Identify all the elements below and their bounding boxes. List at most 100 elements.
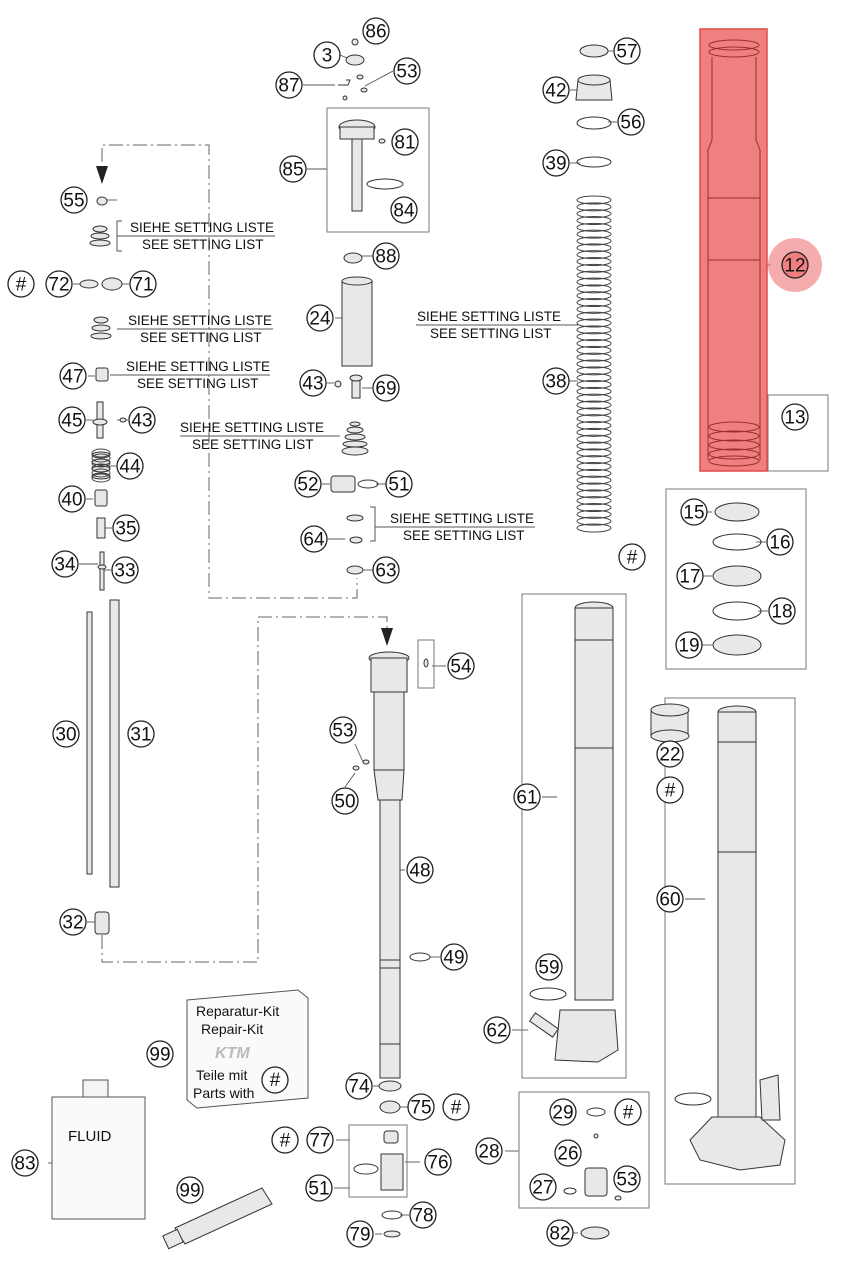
callout-57: 57 [613,37,641,65]
callout-63: 63 [372,556,400,584]
callout-label: 60 [659,890,680,911]
callout-marker: # [442,1093,470,1121]
callout-circle [146,1040,174,1068]
callout-circle [676,562,704,590]
callout-circle [128,406,156,434]
callout-circle [58,406,86,434]
note-en: SEE SETTING LIST [140,330,262,345]
callout-53: 53 [393,57,421,85]
callout-label: 26 [557,1144,578,1165]
callout-label: 19 [678,636,699,657]
box-28 [518,1091,650,1209]
setting-note: SIEHE SETTING LISTE SEE SETTING LIST [416,309,578,341]
callout-86: 86 [362,17,390,45]
callout-label: # [623,1103,634,1124]
callout-circle [542,367,570,395]
callout-circle [329,716,357,744]
fluid-bottle: FLUID [51,1079,146,1220]
callout-81: 81 [391,128,419,156]
callout-circle [781,251,809,279]
callout-circle [300,525,328,553]
callout-circle [447,652,475,680]
callout-label: 55 [63,191,84,212]
callout-label: 30 [55,725,76,746]
callout-76: 76 [424,1148,452,1176]
note-de: SIEHE SETTING LISTE [130,220,274,235]
callout-99: 99 [146,1040,174,1068]
callout-label: 72 [48,275,69,296]
box-85-assembly [326,107,430,233]
callout-3: 3 [313,41,341,69]
callout-28: 28 [475,1137,503,1165]
callout-label: 17 [679,567,700,588]
fluid-label: FLUID [68,1128,112,1145]
callout-circle [305,1174,333,1202]
callout-circle [618,543,646,571]
callout-56: 56 [617,108,645,136]
callout-83: 83 [11,1149,39,1177]
callout-label: 15 [683,503,704,524]
callout-13: 13 [781,403,809,431]
callout-30: 30 [52,720,80,748]
group-boxes [326,107,829,1209]
callout-22: 22 [656,740,684,768]
callout-47: 47 [59,362,87,390]
callout-label: # [665,781,676,802]
callout-label: 78 [412,1206,433,1227]
callout-label: 31 [130,725,151,746]
callout-circle [406,856,434,884]
callout-circle [393,57,421,85]
callout-label: 39 [545,154,566,175]
callout-26: 26 [554,1139,582,1167]
callout-circle [176,1176,204,1204]
callout-circle [372,556,400,584]
callout-label: 40 [61,490,82,511]
callout-circle [513,783,541,811]
callout-48: 48 [406,856,434,884]
callout-label: 63 [375,561,396,582]
callout-29: 29 [549,1098,577,1126]
callout-circle [345,1072,373,1100]
callout-label: 69 [375,379,396,400]
setting-note: SIEHE SETTING LISTE SEE SETTING LIST [116,220,275,252]
callout-label: 22 [659,745,680,766]
callout-label: 43 [302,374,323,395]
callout-circle [542,76,570,104]
kit-line-parts-en: Parts with [193,1085,254,1101]
callout-circle [313,41,341,69]
callout-label: 3 [322,46,333,67]
callout-label: 12 [784,256,805,277]
callout-circle [279,155,307,183]
callout-label: 52 [297,475,318,496]
callout-60: 60 [656,885,684,913]
callout-43: 43 [128,406,156,434]
callout-circle [549,1098,577,1126]
callout-label: 77 [309,1131,330,1152]
setting-note: SIEHE SETTING LISTE SEE SETTING LIST [117,313,273,345]
callout-label: 34 [54,555,76,576]
callout-circle [306,1126,334,1154]
callout-12: 12 [768,238,822,292]
callout-24: 24 [306,304,334,332]
callout-label: 44 [119,457,141,478]
kit-line-en: Repair-Kit [201,1021,263,1037]
callout-circle [275,71,303,99]
callout-59: 59 [535,953,563,981]
callout-circle [59,908,87,936]
callout-circle [271,1126,299,1154]
callout-circle [346,1220,374,1248]
assembly-guide-lines [101,144,388,963]
callout-35: 35 [112,514,140,542]
callout-circle [58,485,86,513]
callout-marker: # [271,1126,299,1154]
callout-circle [407,1093,435,1121]
callout-circle [656,776,684,804]
callout-label: 49 [443,948,464,969]
callout-18: 18 [768,597,796,625]
callout-circle [60,186,88,214]
callout-label: 61 [516,788,537,809]
callout-label: # [280,1131,291,1152]
note-en: SEE SETTING LIST [137,376,259,391]
callout-circle [440,943,468,971]
callout-circle [554,1139,582,1167]
